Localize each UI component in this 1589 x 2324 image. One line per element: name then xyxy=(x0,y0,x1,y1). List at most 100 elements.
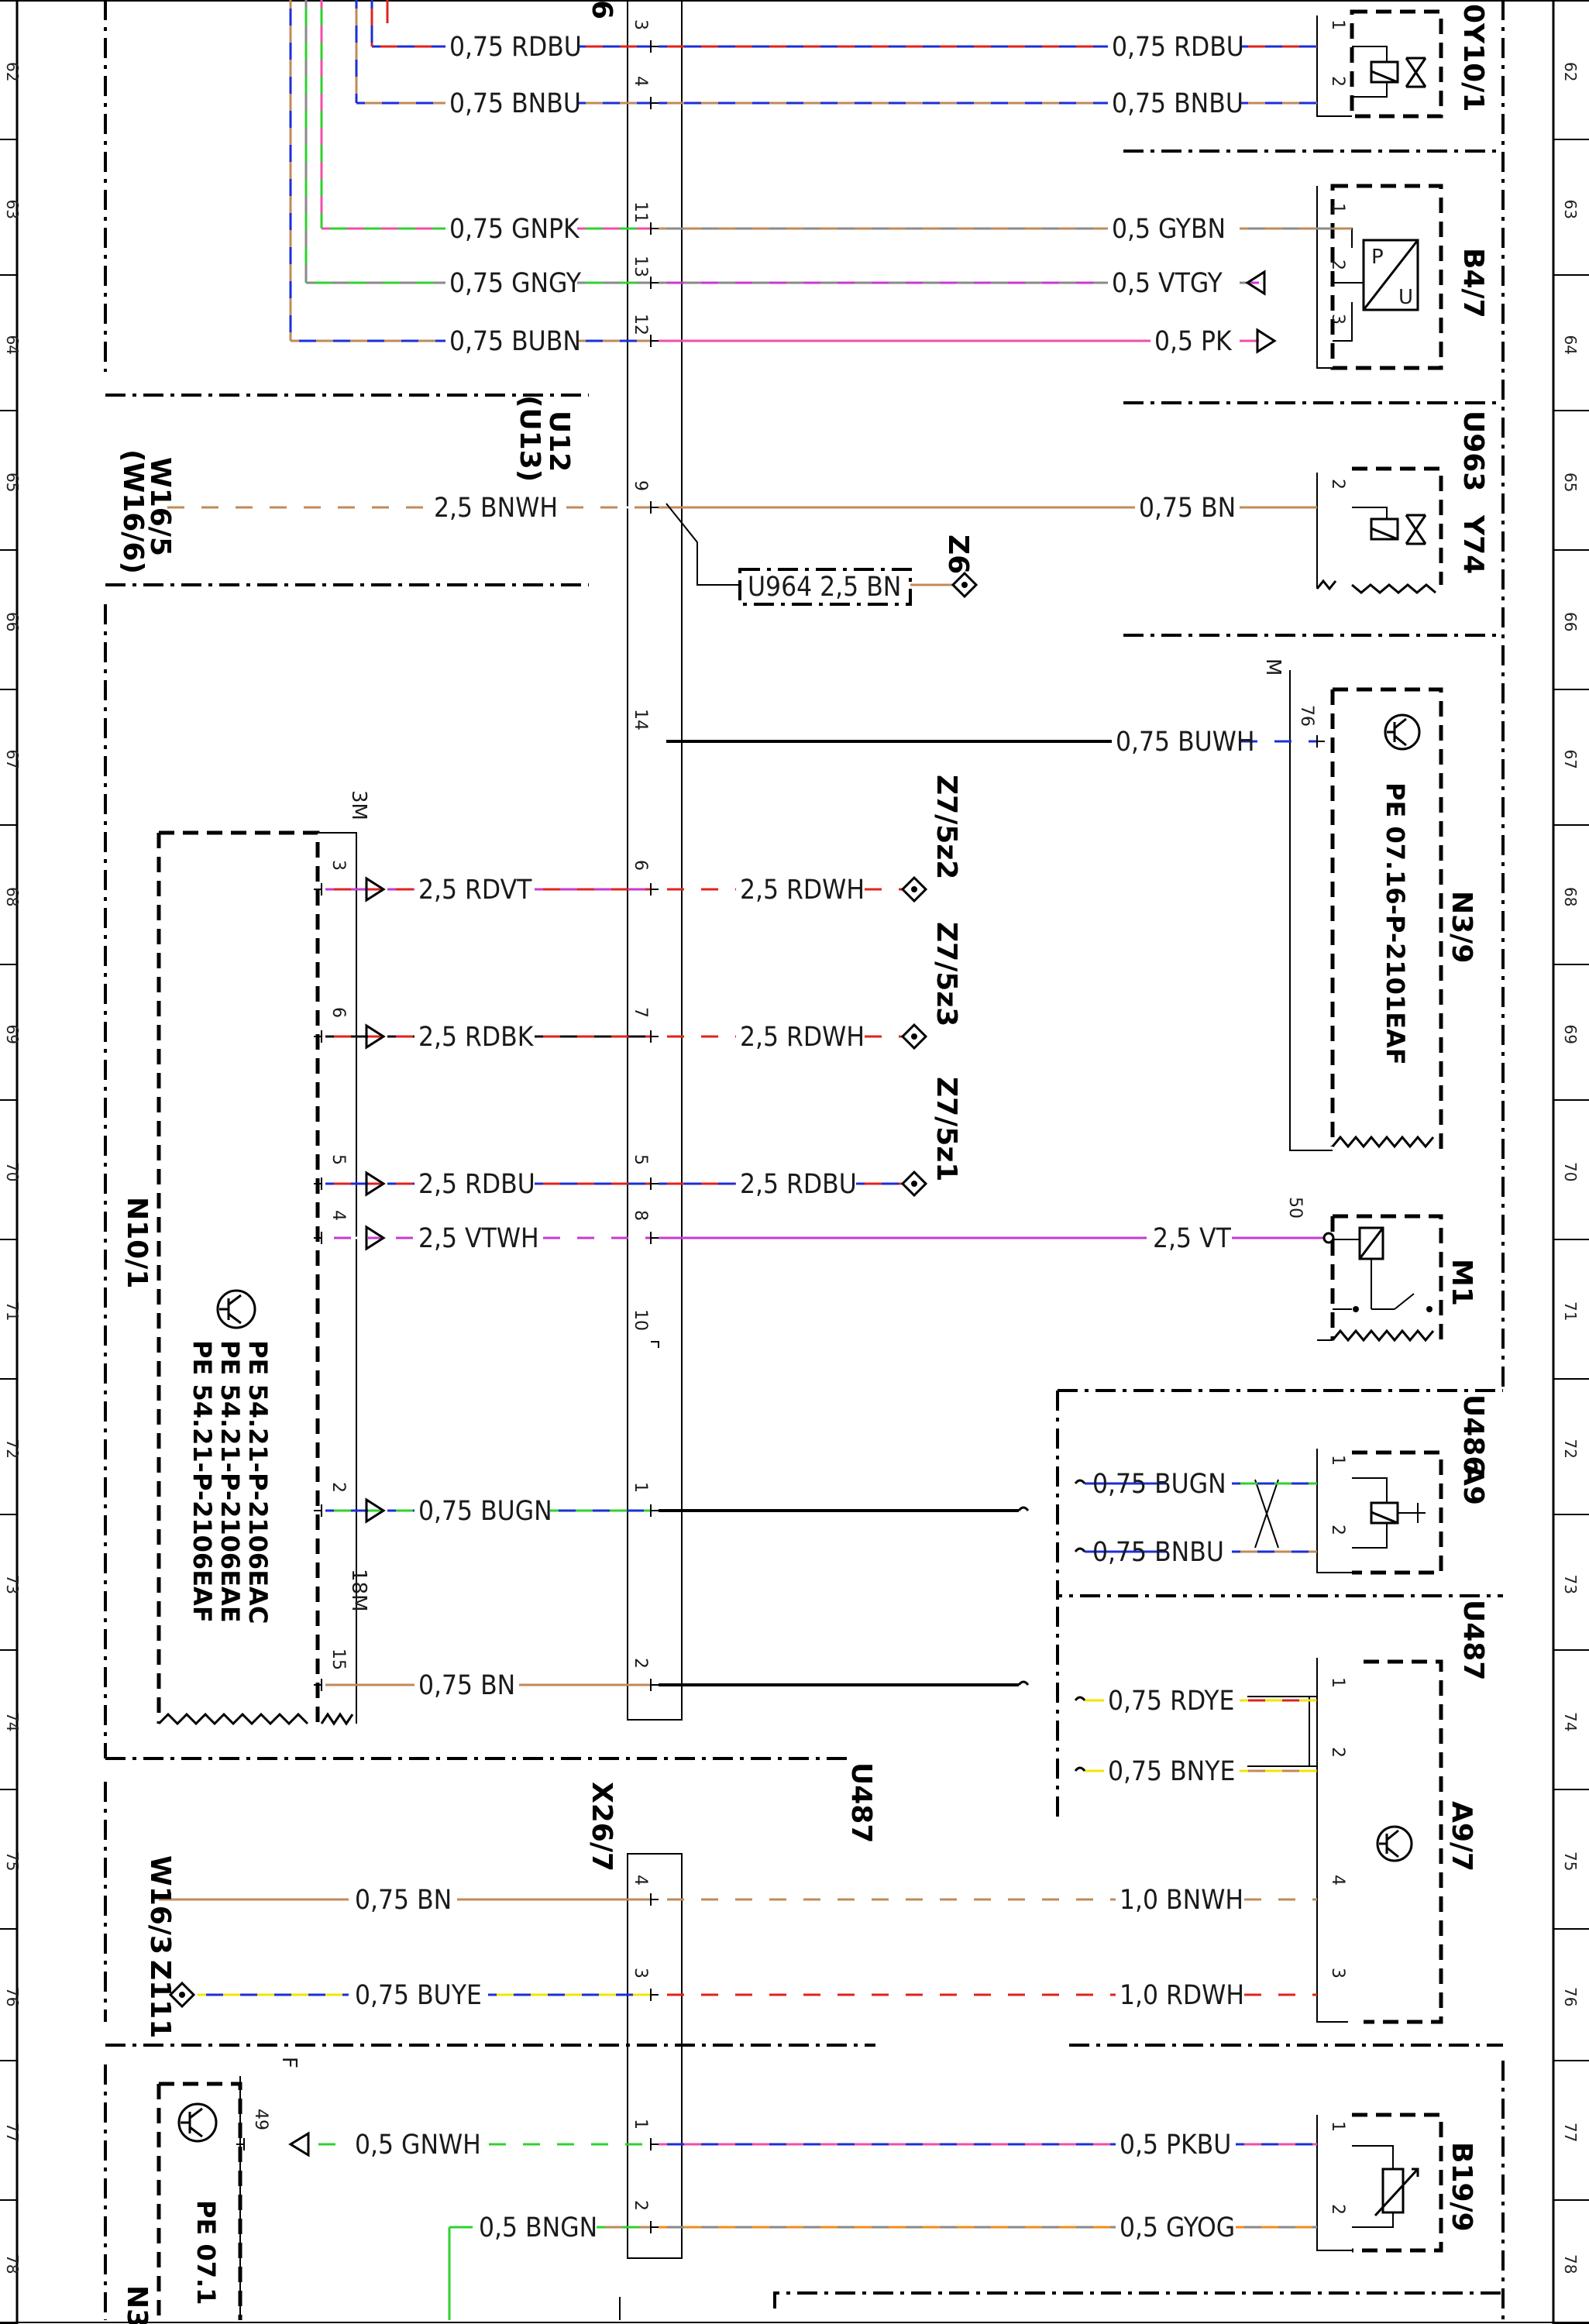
n10-1-group-18m: 18M xyxy=(347,1569,370,1612)
wire-label-w15-right: 1,0 RDWH xyxy=(1120,1980,1244,2011)
pin-b47b: 2 xyxy=(1328,260,1347,270)
pin-m1a: 50 xyxy=(1285,1197,1305,1219)
wire-label-w7-right: 0,75 BUWH xyxy=(1116,727,1255,758)
y10-1-label: Y10/1 xyxy=(1457,22,1489,112)
grid-number-64-left: 64 xyxy=(3,335,22,355)
component-n3-9 xyxy=(1289,670,1443,1154)
wire-label-w4-right: 0,5 VTGY xyxy=(1112,268,1223,299)
left-bundle xyxy=(289,0,389,341)
u12-label: U12 xyxy=(543,411,575,472)
wire-label-w16-left: 0,5 GNWH xyxy=(355,2130,481,2161)
n3-9-pe-label: PE 07.16-P-2101EAF xyxy=(1381,782,1410,1065)
grid-number-64-right: 64 xyxy=(1561,335,1580,355)
pin-y74a: 2 xyxy=(1328,479,1347,490)
pin-a9a: 1 xyxy=(1328,1455,1347,1466)
wire-label-w4-left: 0,75 GNGY xyxy=(449,268,582,299)
pin-n10d: 4 xyxy=(328,1210,348,1221)
connector-x26-7 xyxy=(627,1853,683,2259)
wire-label-w13-left: 0,75 BN xyxy=(418,1670,515,1701)
wire-label-w15-left: 0,75 BUYE xyxy=(355,1980,482,2011)
b4-7-label: B4/7 xyxy=(1457,248,1489,318)
pin-c10: 5 xyxy=(631,1154,650,1165)
n10-1-group-3m: 3M xyxy=(347,790,370,820)
pin-c7: 14 xyxy=(631,709,650,731)
z6-label: Z6 xyxy=(942,535,974,574)
n3-9-label: N3/9 xyxy=(1446,891,1477,963)
pin-a97d: 3 xyxy=(1328,1968,1347,1978)
grid-number-71-right: 71 xyxy=(1561,1301,1580,1321)
pin-n10b: 6 xyxy=(328,1007,348,1018)
pin-c13: 1 xyxy=(631,1482,650,1493)
x26-7-label: X26/7 xyxy=(586,1782,617,1872)
pin-c3: 11 xyxy=(631,201,650,223)
pin-y10a: 1 xyxy=(1328,19,1347,30)
component-m1 xyxy=(1317,1214,1443,1342)
wire-label-w14-left: 0,75 BN xyxy=(355,1885,452,1916)
component-n10-1 xyxy=(156,830,357,1726)
wire-label-w3-right: 0,5 GYBN xyxy=(1112,214,1226,245)
grid-number-69-right: 69 xyxy=(1561,1025,1580,1044)
grid-number-76-left: 76 xyxy=(3,1987,22,2006)
wire-label-w9-left: 2,5 RDBK xyxy=(418,1022,535,1053)
pin-c1: 3 xyxy=(631,19,650,30)
wire-label-w3-left: 0,75 GNPK xyxy=(449,214,580,245)
wire-label-w2-right: 0,75 BNBU xyxy=(1112,88,1243,119)
pin-b199b: 2 xyxy=(1328,2204,1347,2215)
n10-1-transistor-icon xyxy=(216,1289,256,1329)
grid-number-66-left: 66 xyxy=(3,612,22,631)
wire-label-w1-left: 0,75 RDBU xyxy=(449,32,582,63)
pin-x7c: 1 xyxy=(631,2119,650,2130)
grid-number-67-right: 67 xyxy=(1561,750,1580,769)
u13-label: (U13) xyxy=(514,395,545,482)
component-b19-9 xyxy=(1316,2113,1443,2253)
grid-number-67-left: 67 xyxy=(3,750,22,769)
wire-label-w17-right: 0,5 GYOG xyxy=(1120,2212,1235,2243)
wire-label-w6-right: 0,75 BN xyxy=(1139,493,1236,524)
pin-n10c: 5 xyxy=(328,1154,348,1165)
w16-5-label: W16/5 xyxy=(144,457,176,556)
u963-label: U963 xyxy=(1457,411,1489,491)
b4-7-u-label: U xyxy=(1398,286,1413,309)
grid-number-72-left: 72 xyxy=(3,1439,22,1459)
wire-label-w1-right: 0,75 RDBU xyxy=(1112,32,1244,63)
wire-label-w5-right: 0,5 PK xyxy=(1154,326,1233,357)
n3-bottom-label: N3/ xyxy=(121,2285,153,2324)
pin-b47a: 1 xyxy=(1328,203,1347,214)
pin-c12: 10 xyxy=(631,1309,650,1331)
grid-number-70-left: 70 xyxy=(3,1162,22,1181)
n3-9-group-m: M xyxy=(1261,658,1285,676)
n3-transistor-icon xyxy=(177,2102,218,2143)
n3-9-transistor-icon xyxy=(1384,713,1421,751)
grid-number-77-left: 77 xyxy=(3,2123,22,2142)
u487-right-label: U487 xyxy=(1457,1600,1489,1680)
pin-b199a: 1 xyxy=(1328,2121,1347,2132)
pin-c14: 2 xyxy=(631,1658,650,1669)
wire-label-w11-right: 2,5 VT xyxy=(1153,1223,1232,1254)
grid-number-66-right: 66 xyxy=(1561,612,1580,631)
n3-bottom-pe-label: PE 07.1 xyxy=(191,2200,221,2305)
pin-x7b: 3 xyxy=(631,1968,650,1978)
wire-label-a97-w1: 0,75 RDYE xyxy=(1108,1686,1234,1717)
grid-number-63-left: 63 xyxy=(3,200,22,219)
b19-9-label: B19/9 xyxy=(1446,2142,1477,2232)
component-a9-7 xyxy=(1056,1596,1443,2024)
n10-1-pe-2: PE 54.21-P-2106EAE xyxy=(215,1340,245,1623)
a9-7-transistor-icon xyxy=(1376,1825,1413,1862)
grid-number-70-right: 70 xyxy=(1561,1162,1580,1181)
branch-z6 xyxy=(666,503,979,606)
wire-label-w6-branch: U964 2,5 BN xyxy=(748,572,901,603)
grid-number-75-right: 75 xyxy=(1561,1851,1580,1871)
pin-c6: 9 xyxy=(631,480,650,491)
grid-number-62-right: 62 xyxy=(1561,62,1580,81)
z7-5z3-label: Z7/5z3 xyxy=(930,922,962,1026)
n10-1-pe-1: PE 54.21-P-2106EAF xyxy=(187,1340,217,1623)
grid-number-68-right: 68 xyxy=(1561,887,1580,906)
pin-c11: 8 xyxy=(631,1210,650,1221)
section-dividers xyxy=(104,0,1505,2320)
pin-c5: 12 xyxy=(631,314,650,335)
pin-c8: 6 xyxy=(631,860,650,871)
wire-label-a9-w1: 0,75 BUGN xyxy=(1092,1469,1226,1500)
wire-label-a9-w2: 0,75 BNBU xyxy=(1092,1537,1224,1568)
